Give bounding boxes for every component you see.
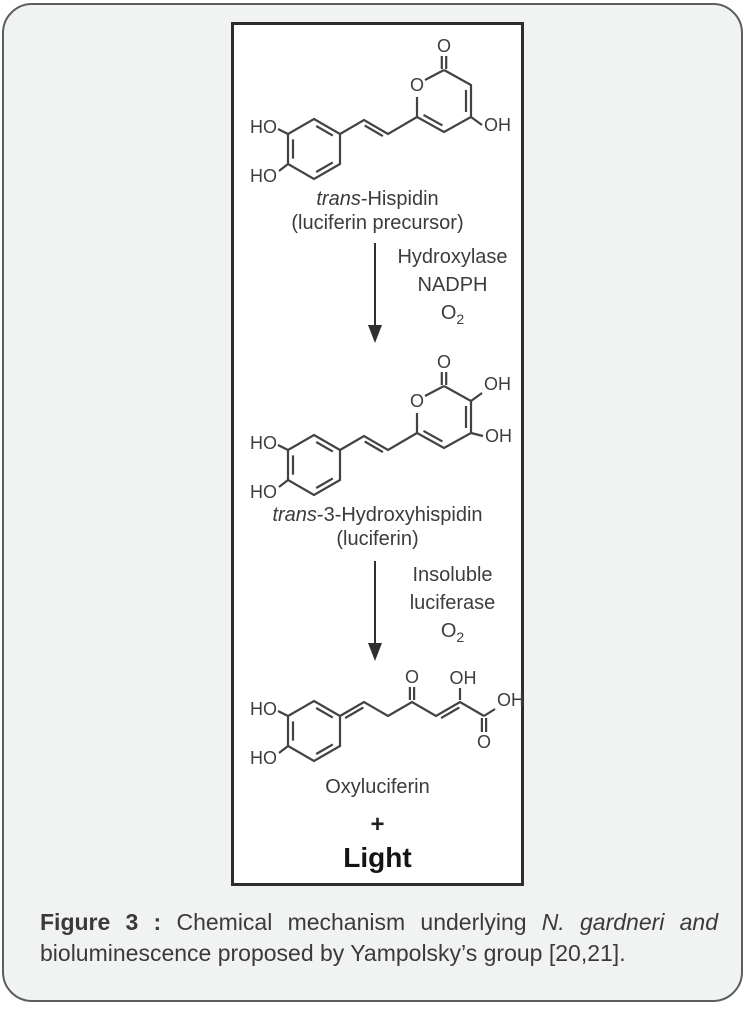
- molecule-oxyluciferin: HO HO O OH OH O: [250, 667, 524, 768]
- cofactor-label: NADPH: [417, 274, 488, 296]
- caption-text: Chemical mechanism underlying: [176, 909, 527, 935]
- atom-label-ho-top: HO: [250, 117, 277, 137]
- atom-label-o-ring: O: [410, 391, 424, 411]
- molecule1-name-italic: trans: [316, 188, 361, 210]
- oxygen-symbol: O: [440, 302, 457, 324]
- atom-label-o-carbonyl: O: [437, 36, 451, 56]
- oxygen-subscript: 2: [456, 629, 465, 645]
- enzyme-label: Hydroxylase: [397, 246, 508, 268]
- reaction-conditions-1: Hydroxylase NADPH O2: [384, 243, 521, 333]
- oxygen-label: O2: [384, 617, 521, 651]
- reaction-step-2: Insoluble luciferase O2: [234, 561, 521, 661]
- atom-label-oh-enol: OH: [450, 668, 477, 688]
- light-label: Light: [343, 842, 412, 873]
- atom-label-oh-3: OH: [484, 374, 511, 394]
- oxygen-label: O2: [384, 299, 521, 333]
- page-card: HO HO O O OH trans-Hispidin (luciferin p…: [2, 3, 743, 1002]
- oxygen-subscript: 2: [456, 311, 465, 327]
- atom-label-ho-top: HO: [250, 699, 277, 719]
- enzyme-label: luciferase: [409, 592, 496, 614]
- plus-sign: +: [370, 811, 385, 838]
- molecule1-subtitle: (luciferin precursor): [291, 212, 464, 234]
- atom-label-oh-4: OH: [485, 426, 512, 446]
- atom-label-o-ketone: O: [405, 667, 419, 687]
- caption-line-2: bioluminescence proposed by Yampolsky’s …: [40, 940, 626, 966]
- atom-label-ho-bottom: HO: [250, 748, 277, 768]
- molecule1-name-rest: -Hispidin: [360, 188, 439, 210]
- oxygen-symbol: O: [440, 620, 457, 642]
- molecule2-name-italic: trans: [272, 504, 317, 526]
- mol2-bonds: [277, 372, 484, 497]
- molecule2-name-rest: -3-Hydroxyhispidin: [316, 504, 483, 526]
- molecule1-name: trans-Hispidin: [316, 187, 438, 211]
- down-arrow-icon: [368, 243, 382, 343]
- atom-label-oh-acid: OH: [497, 690, 524, 710]
- figure-caption: Figure 3 : Chemical mechanism underlying…: [40, 907, 718, 969]
- down-arrow-icon: [368, 561, 382, 661]
- atom-label-oh: OH: [484, 115, 511, 135]
- molecule-trans-3-hydroxyhispidin: HO HO O O OH OH: [250, 352, 512, 502]
- atom-label-o-ring: O: [410, 75, 424, 95]
- molecule-trans-hispidin: HO HO O O OH: [250, 36, 511, 186]
- atom-label-o-carbonyl: O: [437, 352, 451, 372]
- mol3-bonds: [277, 687, 496, 763]
- atom-label-ho-bottom: HO: [250, 166, 277, 186]
- molecule3-name: Oxyluciferin: [325, 776, 430, 798]
- molecule2-name: trans-3-Hydroxyhispidin: [272, 503, 482, 527]
- reaction-conditions-2: Insoluble luciferase O2: [384, 561, 521, 651]
- atom-label-o-acid: O: [477, 732, 491, 752]
- enzyme-state-label: Insoluble: [412, 564, 493, 586]
- reaction-step-1: Hydroxylase NADPH O2: [234, 243, 521, 343]
- caption-figure-label: Figure 3 :: [40, 909, 162, 935]
- caption-line-1: Figure 3 : Chemical mechanism underlying…: [40, 907, 718, 938]
- caption-species-italic: N. gardneri and: [541, 909, 719, 935]
- atom-label-ho-bottom: HO: [250, 482, 277, 502]
- mol1-bonds: [277, 56, 483, 181]
- atom-label-ho-top: HO: [250, 433, 277, 453]
- molecule2-subtitle: (luciferin): [336, 528, 419, 550]
- figure-panel: HO HO O O OH trans-Hispidin (luciferin p…: [231, 22, 524, 886]
